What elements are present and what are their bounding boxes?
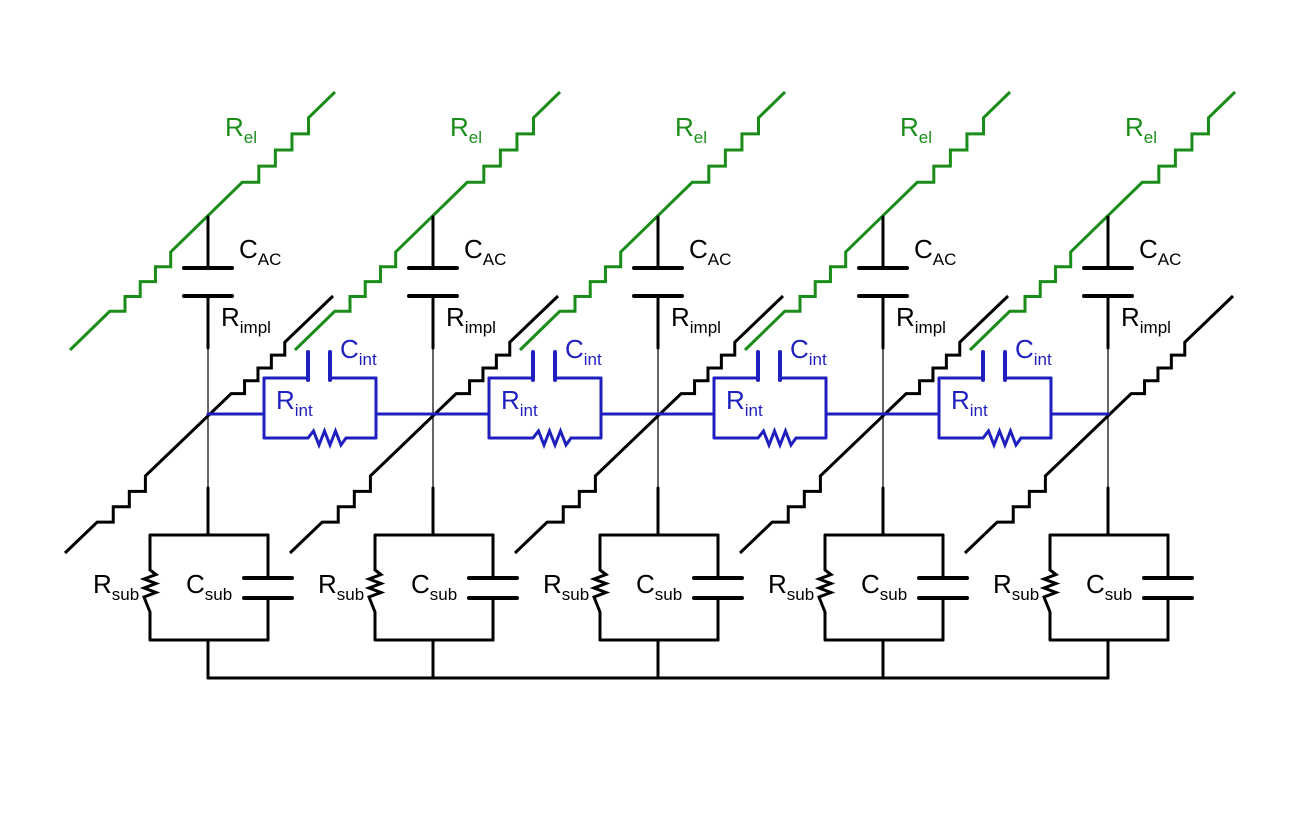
label-r-el-4: Rel: [900, 112, 932, 147]
label-c-sub-3: Csub: [636, 569, 682, 604]
label-c-int-1: Cint: [340, 334, 377, 369]
r-int-zigzag-1: [264, 426, 376, 450]
r-sub-zigzag-4: [814, 535, 836, 640]
implant-strip-3: [513, 294, 785, 555]
electrode-strip-5: [968, 90, 1237, 352]
label-c-sub-1: Csub: [186, 569, 232, 604]
r-int-zigzag-2: [489, 426, 601, 450]
label-r-impl-5: Rimpl: [1121, 302, 1171, 337]
implant-strip-5: [963, 294, 1235, 555]
label-r-el-5: Rel: [1125, 112, 1157, 147]
r-sub-zigzag-2: [364, 535, 386, 640]
label-c-sub-5: Csub: [1086, 569, 1132, 604]
electrode-strip-1: [68, 90, 337, 352]
r-int-zigzag-4: [939, 426, 1051, 450]
implant-strip-2: [288, 294, 560, 555]
label-c-int-2: Cint: [565, 334, 602, 369]
label-r-sub-5: Rsub: [993, 569, 1039, 604]
label-r-sub-4: Rsub: [768, 569, 814, 604]
label-c-ac-3: CAC: [689, 234, 731, 269]
r-sub-zigzag-5: [1039, 535, 1061, 640]
r-int-zigzag-3: [714, 426, 826, 450]
label-r-el-2: Rel: [450, 112, 482, 147]
label-c-sub-4: Csub: [861, 569, 907, 604]
label-r-impl-4: Rimpl: [896, 302, 946, 337]
label-c-sub-2: Csub: [411, 569, 457, 604]
label-r-el-3: Rel: [675, 112, 707, 147]
label-r-impl-2: Rimpl: [446, 302, 496, 337]
label-r-int-4: Rint: [951, 385, 988, 420]
electrode-strip-3: [518, 90, 787, 352]
label-r-sub-1: Rsub: [93, 569, 139, 604]
label-r-int-3: Rint: [726, 385, 763, 420]
label-c-ac-5: CAC: [1139, 234, 1181, 269]
label-c-int-4: Cint: [1015, 334, 1052, 369]
label-r-el-1: Rel: [225, 112, 257, 147]
implant-strip-1: [63, 294, 335, 555]
label-c-ac-2: CAC: [464, 234, 506, 269]
label-c-ac-4: CAC: [914, 234, 956, 269]
label-r-impl-3: Rimpl: [671, 302, 721, 337]
label-r-sub-2: Rsub: [318, 569, 364, 604]
label-r-sub-3: Rsub: [543, 569, 589, 604]
r-sub-zigzag-1: [139, 535, 161, 640]
implant-strip-4: [738, 294, 1010, 555]
label-r-int-2: Rint: [501, 385, 538, 420]
label-r-impl-1: Rimpl: [221, 302, 271, 337]
electrode-strip-2: [293, 90, 562, 352]
r-sub-zigzag-3: [589, 535, 611, 640]
label-c-ac-1: CAC: [239, 234, 281, 269]
label-c-int-3: Cint: [790, 334, 827, 369]
label-r-int-1: Rint: [276, 385, 313, 420]
electrode-strip-4: [743, 90, 1012, 352]
